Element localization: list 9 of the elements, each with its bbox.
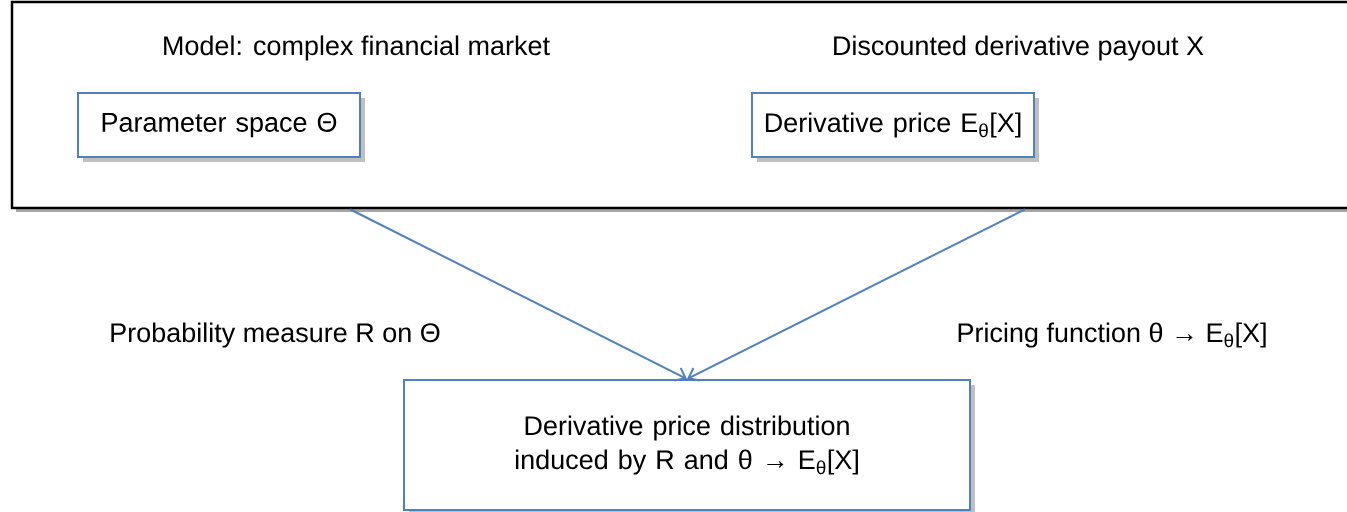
- process-box: Parameter space Θ: [77, 92, 365, 162]
- heading: Discounted derivative payout X: [834, 35, 1204, 61]
- edge-label: Pricing function θ → E$_{θ}$[X]: [958, 322, 1266, 348]
- result-box: Derivative price distribution induced by R and θ → E$_{θ}$[X]: [403, 379, 975, 512]
- heading: Model: complex financial market: [164, 35, 550, 61]
- arrow: [349, 208, 687, 382]
- edge-label: Probability measure R on Θ: [111, 322, 440, 348]
- process-box: Derivative price E$_{θ}$[X]: [751, 92, 1039, 162]
- arrow: [687, 208, 1026, 382]
